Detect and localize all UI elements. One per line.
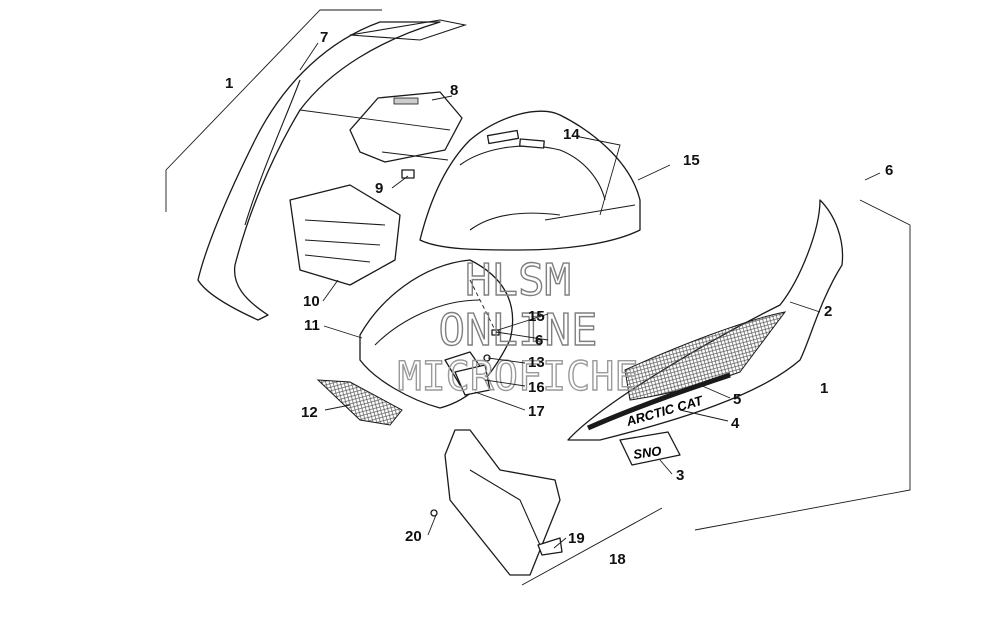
watermark: HLSM ONLINE MICROFICHE <box>397 254 639 400</box>
callout-14: 14 <box>563 126 580 143</box>
callout-1-right: 1 <box>820 380 828 397</box>
callout-10: 10 <box>303 293 320 310</box>
callout-11: 11 <box>304 317 320 334</box>
callout-2: 2 <box>824 303 832 320</box>
callout-labels: 1 7 8 9 10 11 12 14 15 15 6 6 13 16 17 2… <box>225 29 893 568</box>
callout-20: 20 <box>405 528 422 545</box>
callout-6-right: 6 <box>885 162 893 179</box>
mesh-grille <box>316 379 403 426</box>
callout-1-left: 1 <box>225 75 233 92</box>
callout-3: 3 <box>676 467 684 484</box>
watermark-line3: MICROFICHE <box>398 354 639 400</box>
callout-15-mid: 15 <box>528 308 545 325</box>
callout-17: 17 <box>528 403 545 420</box>
callout-4: 4 <box>731 415 740 432</box>
callout-13: 13 <box>528 354 545 371</box>
callout-9: 9 <box>375 180 383 197</box>
watermark-line2: ONLINE <box>439 305 598 356</box>
callout-leaders <box>299 42 881 549</box>
left-side-panel <box>165 9 468 321</box>
callout-15-top: 15 <box>683 152 700 169</box>
model-decal: SNO <box>619 431 681 466</box>
callout-8: 8 <box>450 82 458 99</box>
model-decal-text: SNO <box>632 443 662 462</box>
vent-bracket <box>289 184 401 286</box>
clip-part <box>401 169 415 179</box>
callout-18: 18 <box>609 551 626 568</box>
center-hood <box>419 110 641 251</box>
watermark-line1: HLSM <box>465 255 571 306</box>
callout-5: 5 <box>733 391 741 408</box>
small-brackets <box>444 279 500 396</box>
callout-7: 7 <box>320 29 328 46</box>
right-side-panel: ARCTIC CAT <box>567 199 911 531</box>
callout-19: 19 <box>568 530 585 547</box>
callout-6-mid: 6 <box>535 332 543 349</box>
belly-pan <box>430 429 663 586</box>
callout-12: 12 <box>301 404 318 421</box>
shield-plate <box>299 91 463 163</box>
callout-16: 16 <box>528 379 545 396</box>
